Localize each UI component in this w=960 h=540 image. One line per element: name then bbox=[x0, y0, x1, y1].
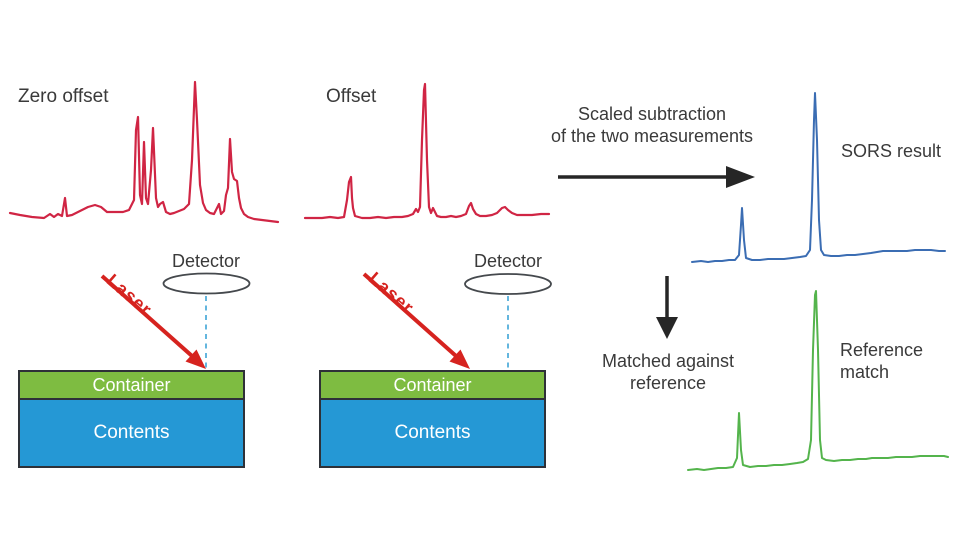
subtraction-annotation: Scaled subtraction of the two measuremen… bbox=[532, 103, 772, 147]
sors-result-spectrum bbox=[691, 92, 946, 263]
offset-spectrum bbox=[303, 82, 551, 220]
zero-offset-label: Zero offset bbox=[18, 86, 109, 107]
reference-match-label: Reference match bbox=[840, 339, 923, 383]
container-label-left: Container bbox=[92, 374, 171, 395]
sors-result-label: SORS result bbox=[841, 141, 942, 161]
subtraction-arrow-head bbox=[726, 166, 755, 188]
contents-label-middle: Contents bbox=[394, 422, 471, 443]
detector-lens-middle bbox=[464, 273, 552, 295]
laser-arrow-head-left bbox=[185, 349, 206, 369]
reference-match-label-line1: Reference bbox=[840, 340, 924, 360]
matched-annotation: Matched against reference bbox=[568, 350, 768, 394]
contents-layer-middle: Contents bbox=[319, 398, 546, 468]
container-layer-left: Container bbox=[18, 370, 245, 400]
detector-label-left: Detector bbox=[171, 251, 241, 271]
match-arrow-head bbox=[656, 317, 678, 339]
laser-beam-left bbox=[100, 274, 194, 358]
contents-label-left: Contents bbox=[93, 422, 170, 443]
zero-offset-spectrum bbox=[8, 80, 280, 224]
container-label-middle: Container bbox=[393, 374, 472, 395]
matched-annotation-line2: reference bbox=[629, 373, 707, 393]
reference-match-label-line2: match bbox=[840, 362, 890, 382]
contents-layer-left: Contents bbox=[18, 398, 245, 468]
subtraction-annotation-line2: of the two measurements bbox=[550, 126, 754, 146]
container-layer-middle: Container bbox=[319, 370, 546, 400]
offset-label: Offset bbox=[326, 86, 377, 107]
matched-annotation-line1: Matched against bbox=[601, 351, 735, 371]
detector-lens-left bbox=[162, 272, 251, 295]
subtraction-annotation-line1: Scaled subtraction bbox=[577, 104, 727, 124]
reference-match-spectrum bbox=[687, 290, 949, 471]
detector-label-middle: Detector bbox=[473, 251, 543, 271]
laser-arrow-head-middle bbox=[449, 349, 470, 369]
laser-beam-middle bbox=[362, 272, 458, 358]
